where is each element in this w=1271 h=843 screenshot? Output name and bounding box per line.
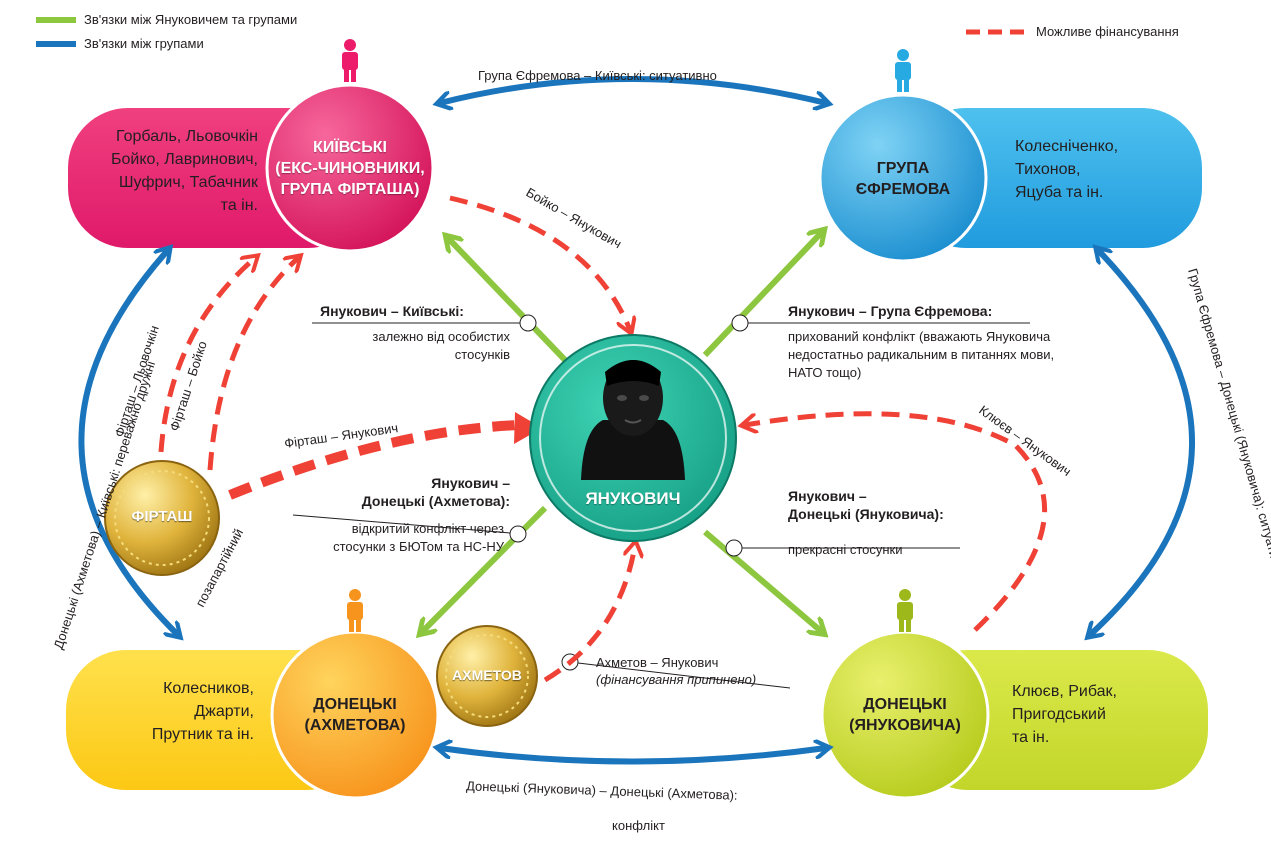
rel-yefremov-desc: прихований конфлікт (вважають Януковича … [788, 329, 1055, 380]
legend-green-label: Зв'язки між Януковичем та групами [84, 12, 298, 27]
financing-arrows [157, 195, 1048, 683]
firtash-big-arrowhead [514, 412, 542, 444]
yefremov-circle [818, 93, 988, 263]
edge-label-bottom-2: конфлікт [612, 818, 665, 833]
akhmetov-members: Колесников, Джарти, Прутник та ін. [151, 680, 254, 743]
center-label: ЯНУКОВИЧ [585, 489, 681, 508]
edge-red-firtash-boyko [207, 258, 298, 471]
edge-top-blue [440, 76, 826, 103]
edge-red-firtash-lyov [157, 258, 255, 481]
edge-label-akhmetov-note: (фінансування припинено) [596, 672, 757, 687]
edge-bottom-blue [440, 748, 826, 765]
edge-red-kluyev [745, 411, 1048, 632]
rel-akhmetov-title: Янукович – Донецькі (Ахметова): [361, 475, 510, 509]
edge-label-right: Група Єфремова – Донецькі (Януковича): с… [1185, 267, 1271, 576]
rel-kyivski-title: Янукович – Київські: [320, 303, 464, 319]
edge-red-boyko [449, 195, 630, 330]
portrait-icon [581, 360, 685, 480]
firtash-medal-label: ФІРТАШ [131, 508, 193, 525]
edge-right-blue [1090, 250, 1195, 635]
person-icon-lime [897, 589, 913, 632]
akhmetov-title: ДОНЕЦЬКІ (АХМЕТОВА) [304, 696, 406, 734]
akhmetov-medal [436, 625, 538, 727]
edge-left-blue [78, 250, 178, 635]
edge-label-kluyev: Клюєв – Янукович [976, 402, 1074, 479]
yanukovych-group-members: Клюєв, Рибак, Пригодський та ін. [1012, 683, 1117, 746]
rel-yanukovych-title: Янукович – Донецькі (Януковича): [788, 488, 944, 522]
person-icon-blue [895, 49, 911, 92]
edge-green-yefremov [702, 232, 822, 358]
yanukovych-group-title: ДОНЕЦЬКІ (ЯНУКОВИЧА) [849, 696, 961, 734]
yefremov-title: ГРУПА ЄФРЕМОВА [855, 160, 951, 198]
edge-green-yanukovych [703, 529, 822, 632]
akhmetov-medal-label: АХМЕТОВ [452, 667, 522, 683]
rel-yefremov-title: Янукович – Група Єфремова: [788, 303, 993, 319]
yefremov-pill [906, 108, 1202, 248]
edge-red-akhmetov [543, 545, 635, 683]
center-ring [539, 344, 727, 532]
kyivski-title: КИЇВСЬКІ (ЕКС-ЧИНОВНИКИ, ГРУПА ФІРТАША) [275, 139, 425, 198]
yefremov-members: Колесніченко, Тихонов, Яцуба та ін. [1015, 138, 1119, 201]
yanukovych-group-circle [820, 630, 990, 800]
firtash-medal [104, 460, 220, 576]
legend-blue-label: Зв'язки між групами [84, 36, 204, 51]
edge-label-firtash-yanuk: Фірташ – Янукович [283, 420, 399, 451]
kyivski-members: Горбаль, Льовочкін Бойко, Лавринович, Шу… [111, 128, 258, 214]
edge-green-kyivski [448, 238, 568, 363]
edge-label-akhmetov-yanuk: Ахметов – Янукович [596, 655, 719, 670]
person-icon-pink [342, 39, 358, 82]
person-icon-orange [347, 589, 363, 632]
edge-label-top: Група Єфремова – Київські: ситуативно [478, 68, 717, 83]
rel-akhmetov-desc: відкритий конфлікт через стосунки з БЮТо… [333, 521, 504, 554]
kyivski-circle [265, 83, 435, 253]
akhmetov-circle [270, 630, 440, 800]
edge-red-firtash-yanuk [228, 420, 521, 500]
rel-yanukovych-desc: прекрасні стосунки [788, 542, 903, 557]
legend-red-label: Можливе фінансування [1036, 24, 1179, 39]
rel-kyivski-desc: залежно від особистих стосунків [372, 329, 510, 362]
edge-label-boyko: Бойко – Янукович [524, 185, 625, 252]
